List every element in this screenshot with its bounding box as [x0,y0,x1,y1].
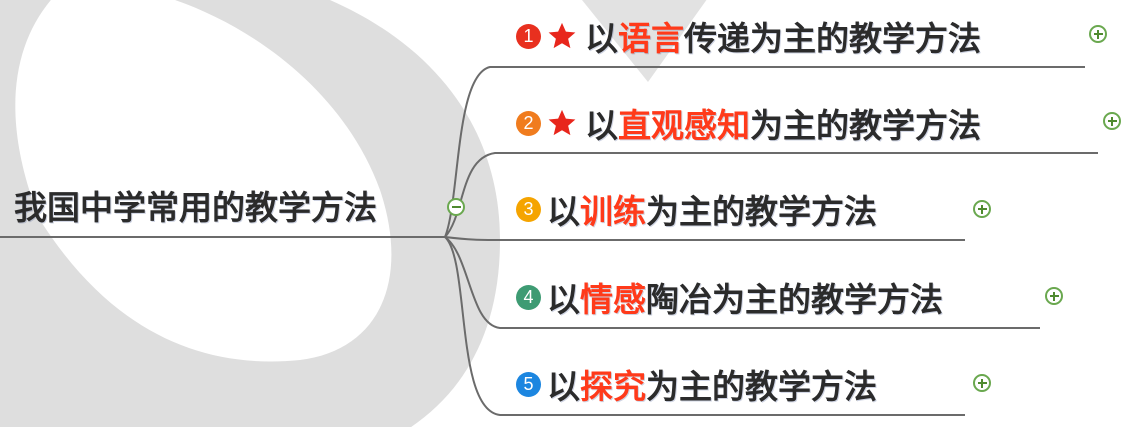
star-icon [548,109,576,136]
connector-4 [444,236,1040,329]
expand-plus-icon[interactable] [1045,287,1063,305]
minus-bar [451,205,461,209]
branch-label: 以情感陶冶为主的教学方法 [547,280,943,319]
expand-plus-icon[interactable] [973,374,991,392]
branch-item-1[interactable]: 1 以语言传递为主的教学方法 [516,14,981,58]
branch-label: 以探究为主的教学方法 [547,367,877,406]
collapse-minus-icon[interactable] [447,198,465,216]
star-icon [548,22,576,49]
root-topic[interactable]: 我国中学常用的教学方法 [14,188,377,227]
branch-label: 以直观感知为主的教学方法 [585,106,981,145]
expand-plus-icon[interactable] [1103,112,1121,130]
expand-plus-icon[interactable] [973,200,991,218]
highlight-text: 直观感知 [618,106,750,145]
branch-item-4[interactable]: 4 以情感陶冶为主的教学方法 [516,275,943,319]
connector-3 [444,236,965,241]
connector-5 [444,236,965,416]
branch-item-2[interactable]: 2 以直观感知为主的教学方法 [516,101,981,145]
highlight-text: 语言 [618,19,684,58]
priority-4-badge: 4 [516,284,541,310]
priority-5-badge: 5 [516,371,541,397]
highlight-text: 情感 [580,280,646,319]
watermark-triangle [582,0,707,82]
priority-2-badge: 2 [516,110,541,136]
priority-3-badge: 3 [516,196,541,222]
branch-item-5[interactable]: 5 以探究为主的教学方法 [516,362,877,406]
priority-1-badge: 1 [516,23,541,49]
watermark-ring [0,0,500,427]
connector-1 [444,66,1085,238]
expand-plus-icon[interactable] [1089,25,1107,43]
highlight-text: 训练 [580,192,646,231]
branch-label: 以训练为主的教学方法 [547,192,877,231]
branch-item-3[interactable]: 3 以训练为主的教学方法 [516,187,877,231]
branch-label: 以语言传递为主的教学方法 [585,19,981,58]
highlight-text: 探究 [580,367,646,406]
connector-2 [444,152,1098,238]
